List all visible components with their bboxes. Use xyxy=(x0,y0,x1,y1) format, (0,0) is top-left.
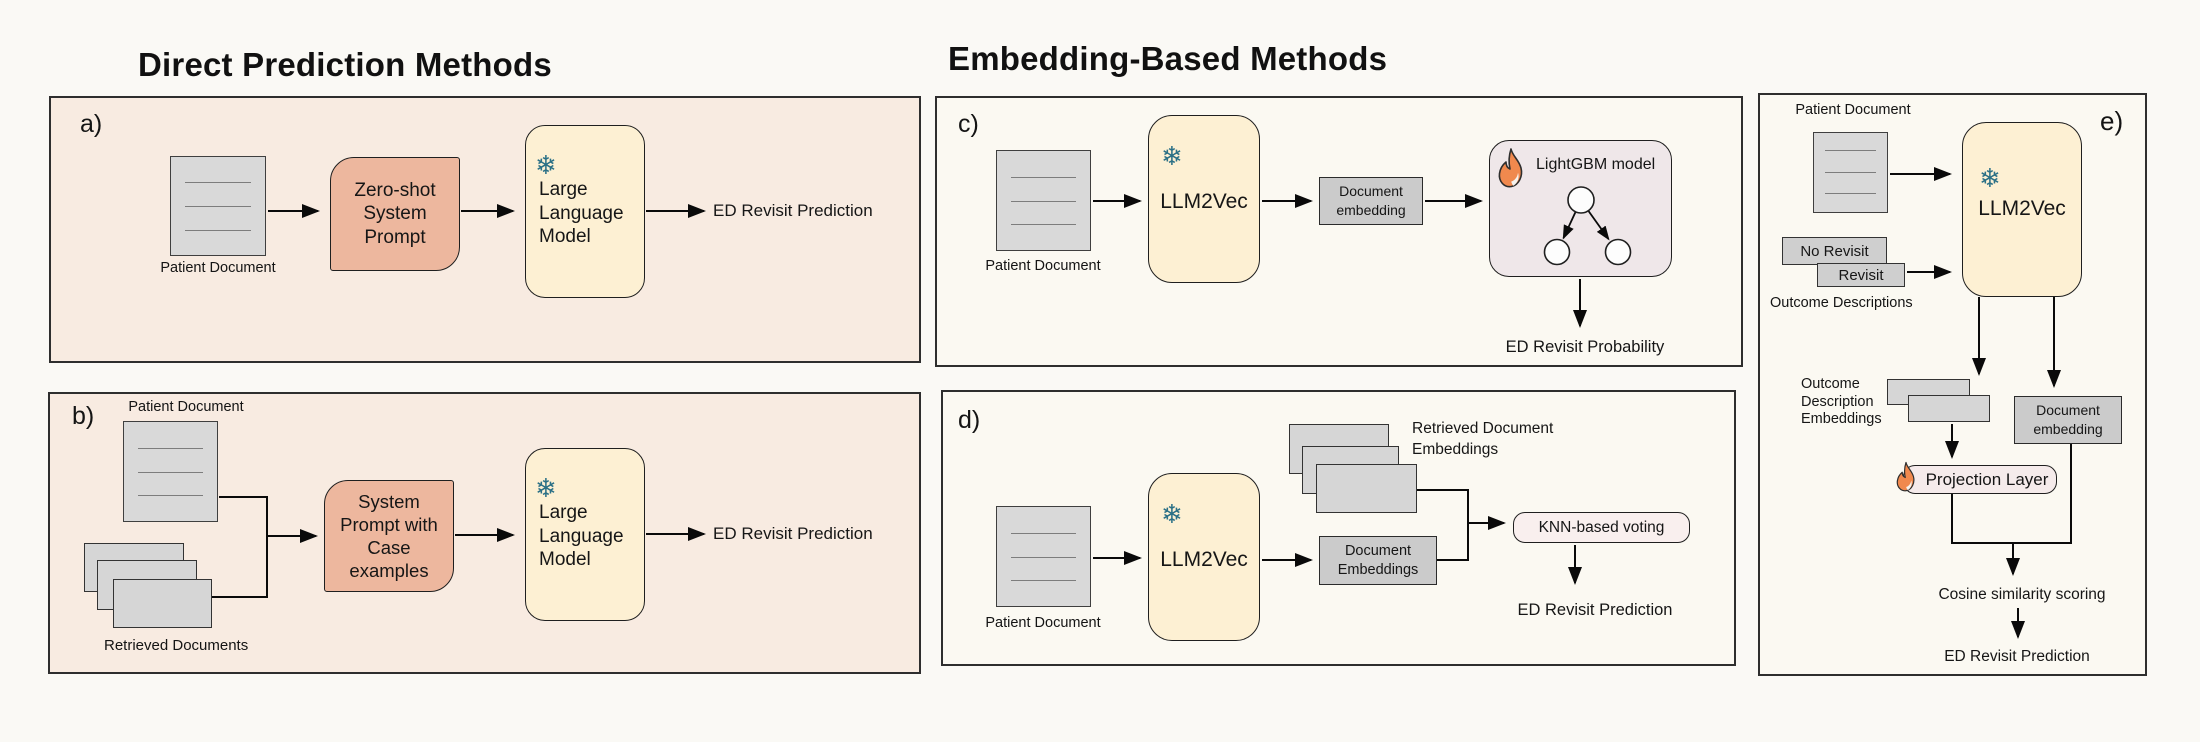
patient-document-caption: Patient Document xyxy=(985,258,1101,274)
document-text-line xyxy=(137,495,204,497)
document-text-line xyxy=(1010,224,1077,226)
panel-e-label: e) xyxy=(2100,106,2124,136)
decision-tree-icon xyxy=(1543,186,1632,266)
panel-d-label: d) xyxy=(958,406,981,434)
document-text-line xyxy=(1824,193,1877,195)
snowflake-icon: ❄ xyxy=(1979,163,2001,193)
llm2vec-box: ❄ LLM2Vec xyxy=(1148,115,1260,283)
patient-document-caption: Patient Document xyxy=(128,399,244,415)
document-text-line xyxy=(137,447,204,449)
patient-document-icon xyxy=(123,421,218,522)
projection-layer-box: Projection Layer xyxy=(1903,465,2057,494)
title-embedding-based-methods: Embedding-Based Methods xyxy=(948,40,1388,77)
snowflake-icon: ❄ xyxy=(535,473,557,503)
llm-box-label: Large Language Model xyxy=(539,179,624,247)
llm2vec-box: ❄ LLM2Vec xyxy=(1148,473,1260,641)
patient-document-icon xyxy=(1813,132,1888,213)
patient-document-caption: Patient Document xyxy=(160,260,276,276)
panel-a-label: a) xyxy=(80,110,103,138)
retrieved-document-embeddings-caption: Retrieved Document Embeddings xyxy=(1412,420,1554,458)
snowflake-icon: ❄ xyxy=(1161,499,1183,529)
outcome-descriptions-caption: Outcome Descriptions xyxy=(1770,295,1913,311)
ed-revisit-prediction-text: ED Revisit Prediction xyxy=(1517,601,1673,619)
llm2vec-label: LLM2Vec xyxy=(1160,190,1248,213)
outcome-description-embeddings-caption: Outcome Description Embeddings xyxy=(1801,376,1882,427)
knn-based-voting-box: KNN-based voting xyxy=(1513,512,1690,543)
ed-revisit-prediction-text: ED Revisit Prediction xyxy=(713,524,873,543)
patient-document-caption: Patient Document xyxy=(985,615,1101,631)
document-text-line xyxy=(1824,171,1877,173)
cosine-similarity-scoring-text: Cosine similarity scoring xyxy=(1938,586,2106,603)
ed-revisit-prediction-text: ED Revisit Prediction xyxy=(713,201,873,220)
document-text-line xyxy=(185,206,251,207)
snowflake-icon: ❄ xyxy=(535,150,557,180)
outcome-embedding-card xyxy=(1908,395,1990,422)
system-prompt-case-examples-box: System Prompt with Case examples xyxy=(324,480,454,592)
document-text-line xyxy=(1010,200,1077,202)
large-language-model-box: ❄ Large Language Model xyxy=(525,448,645,621)
document-text-line xyxy=(1010,176,1077,178)
document-text-line xyxy=(1010,556,1077,558)
lightgbm-label: LightGBM model xyxy=(1536,156,1656,173)
document-embedding-box: Document embedding xyxy=(2014,396,2122,444)
snowflake-icon: ❄ xyxy=(1161,141,1183,171)
patient-document-icon xyxy=(170,156,266,256)
llm2vec-label: LLM2Vec xyxy=(1160,548,1248,571)
panel-c-label: c) xyxy=(958,110,979,138)
revisit-box: Revisit xyxy=(1817,263,1905,287)
llm2vec-label: LLM2Vec xyxy=(1978,197,2066,220)
title-direct-prediction-methods: Direct Prediction Methods xyxy=(138,46,552,83)
patient-document-icon xyxy=(996,150,1091,251)
retrieved-documents-caption: Retrieved Documents xyxy=(104,637,249,654)
retrieved-embedding-card xyxy=(1316,464,1417,513)
ed-revisit-probability-text: ED Revisit Probability xyxy=(1505,338,1665,356)
fire-icon xyxy=(1894,460,1918,503)
document-text-line xyxy=(1010,580,1077,582)
ed-revisit-prediction-text: ED Revisit Prediction xyxy=(1944,648,2090,665)
fire-icon xyxy=(1495,147,1527,200)
large-language-model-box: ❄ Large Language Model xyxy=(525,125,645,298)
patient-document-icon xyxy=(996,506,1091,607)
llm-box-label: Large Language Model xyxy=(539,502,624,570)
document-embeddings-box: Document Embeddings xyxy=(1319,536,1437,585)
patient-document-caption: Patient Document xyxy=(1795,102,1911,118)
retrieved-document-card xyxy=(113,579,212,628)
document-text-line xyxy=(185,182,251,184)
panel-b-label: b) xyxy=(72,402,95,430)
document-text-line xyxy=(1010,532,1077,534)
llm2vec-box: ❄ LLM2Vec xyxy=(1962,122,2082,297)
zero-shot-system-prompt-box: Zero-shot System Prompt xyxy=(330,157,460,271)
document-text-line xyxy=(137,471,204,473)
document-text-line xyxy=(1824,150,1877,152)
document-embedding-box: Document embedding xyxy=(1319,177,1423,225)
no-revisit-box: No Revisit xyxy=(1782,237,1887,265)
document-text-line xyxy=(185,229,251,231)
